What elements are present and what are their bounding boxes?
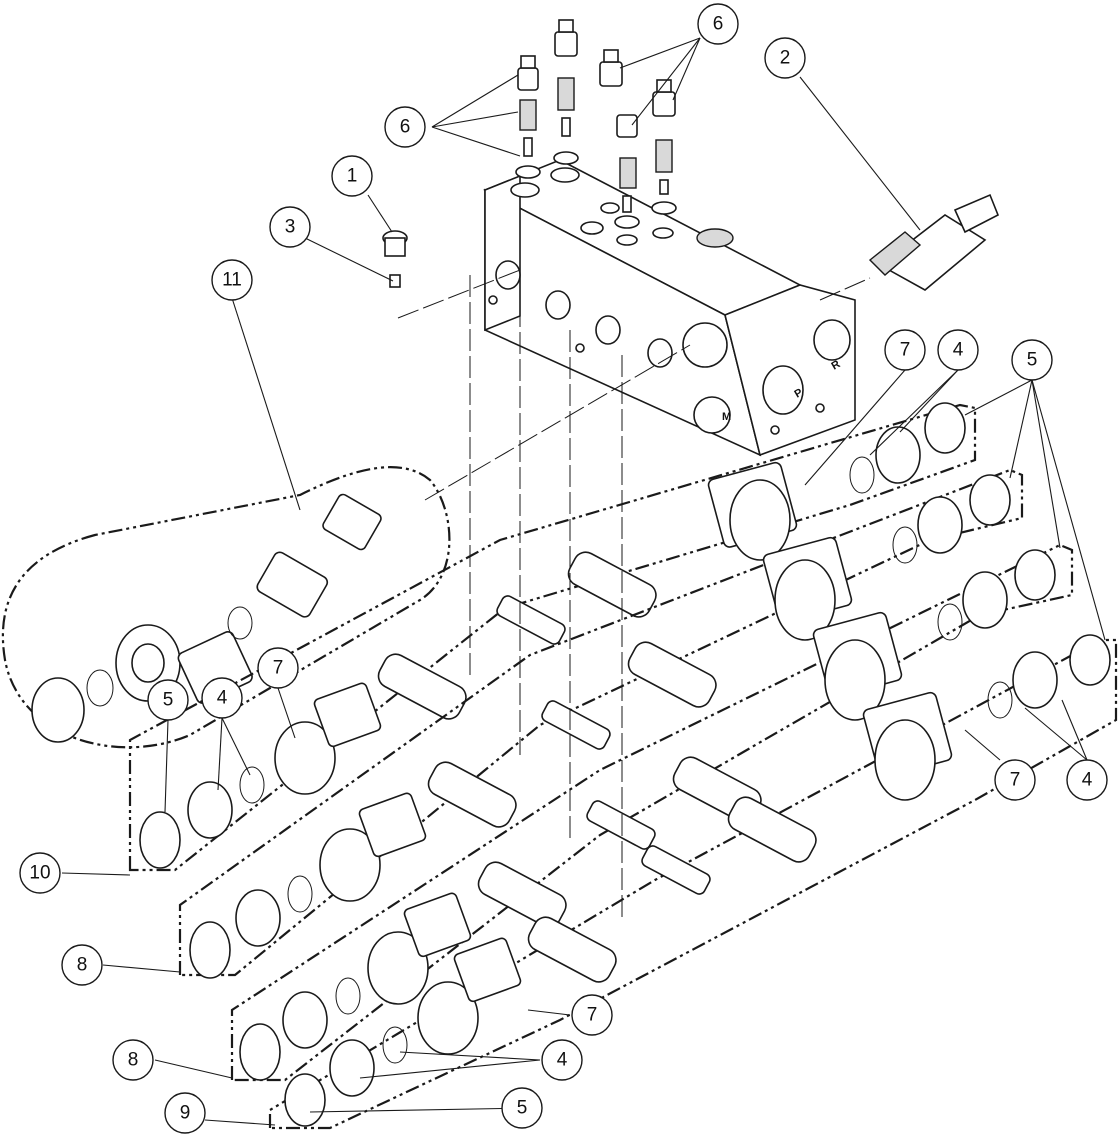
group-outline-11 [1,466,451,749]
callout-7: 7 [884,329,926,371]
cartridge-valve [651,79,677,215]
callout-label: 11 [222,270,242,291]
callout-6: 6 [384,106,426,148]
callout-7: 7 [257,647,299,689]
assembly-lines [397,269,871,920]
callout-9: 9 [164,1092,206,1134]
callout-7: 7 [571,994,613,1036]
callout-10: 10 [19,852,61,894]
callout-label: 2 [780,48,791,69]
callout-label: 4 [557,1050,568,1071]
callout-label: 1 [347,166,358,187]
cartridge-valve [553,19,579,165]
callout-2: 2 [764,37,806,79]
cartridge-valve [614,114,640,229]
callout-label: 5 [517,1098,528,1119]
valve-assembly-9 [284,634,1111,1127]
callout-1: 1 [331,155,373,197]
callout-4: 4 [937,329,979,371]
manifold-block: P R M [483,159,856,457]
cartridge-valves-top [515,19,677,229]
callout-5: 5 [1011,339,1053,381]
leader-lines [61,37,1106,1126]
callout-3: 3 [269,206,311,248]
callout-label: 8 [77,955,88,976]
callout-label: 8 [128,1050,139,1071]
callout-label: 4 [217,688,228,709]
callout-label: 5 [163,690,174,711]
plug-and-orifice [382,230,408,288]
callout-label: 9 [180,1103,191,1124]
callout-4: 4 [541,1039,583,1081]
cartridge-valve [599,49,623,87]
callout-label: 3 [285,217,296,238]
callout-label: 5 [1027,350,1038,371]
callout-label: 7 [900,340,911,361]
relief-valve [868,193,1000,291]
callout-label: 4 [1082,770,1093,791]
callout-label: 6 [713,14,724,35]
callout-label: 7 [587,1005,598,1026]
callouts: 1 2 3 4 4 4 4 5 5 5 6 6 7 7 7 7 8 8 9 10… [19,3,1108,1134]
callout-label: 7 [1010,770,1021,791]
valve-assembly-10 [139,402,966,869]
callout-6: 6 [697,3,739,45]
callout-8: 8 [61,944,103,986]
port-label-m: M [722,411,731,423]
callout-label: 10 [29,863,50,884]
callout-11: 11 [211,259,253,301]
callout-label: 6 [400,117,411,138]
callout-4: 4 [1066,759,1108,801]
valve-assembly-8a [189,474,1011,979]
valve-assembly-11 [31,493,382,743]
group-outline-8b [230,543,1074,1082]
callout-5: 5 [147,679,189,721]
valve-assembly-8b [239,549,1056,1081]
callout-label: 7 [273,658,284,679]
callout-7: 7 [994,759,1036,801]
callout-label: 4 [953,340,964,361]
callout-8: 8 [112,1039,154,1081]
callout-5: 5 [501,1087,543,1129]
cartridge-valve [515,55,541,179]
callout-4: 4 [201,677,243,719]
